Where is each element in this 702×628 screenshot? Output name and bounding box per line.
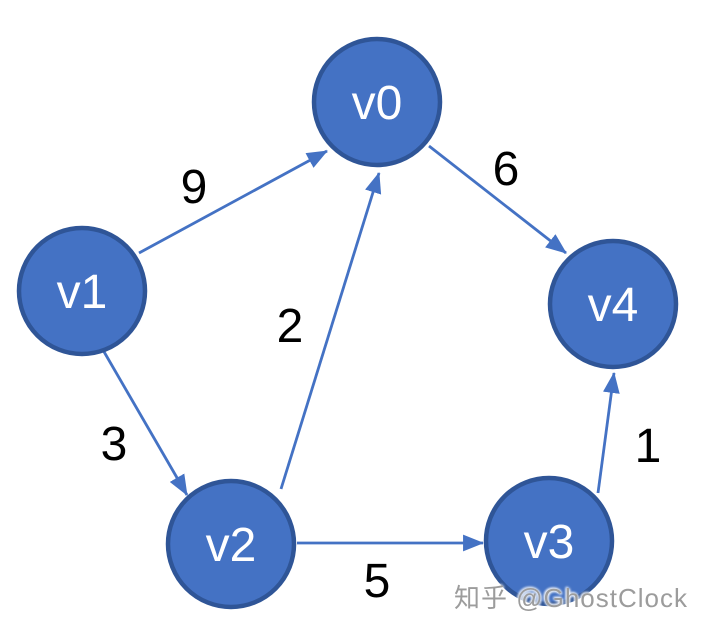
edge-v1-v2-arrow xyxy=(101,349,189,496)
node-v3-circle xyxy=(483,475,615,607)
edge-v3-v4-arrow xyxy=(596,371,620,494)
node-v2-circle xyxy=(165,478,297,610)
node-v4-circle xyxy=(547,238,679,370)
node-v3-label: v3 xyxy=(524,516,575,569)
node-v1-circle xyxy=(16,225,148,357)
node-v2-label: v2 xyxy=(206,519,257,572)
node-v0-label: v0 xyxy=(352,77,403,130)
node-v0-circle xyxy=(311,36,443,168)
edge-v1-v0-arrow xyxy=(138,149,328,255)
edge-v0-v4-weight: 6 xyxy=(493,143,520,196)
edge-v2-v3-weight: 5 xyxy=(364,555,391,608)
edge-v1-v2-weight: 3 xyxy=(101,418,128,471)
edge-v2-v0-arrow xyxy=(279,171,382,490)
node-v4-label: v4 xyxy=(588,279,639,332)
edge-v2-v0-weight: 2 xyxy=(277,300,304,353)
edge-v3-v4-weight: 1 xyxy=(635,420,662,473)
node-v1-label: v1 xyxy=(57,266,108,319)
edge-v0-v4-arrow xyxy=(428,144,567,255)
edge-v1-v0-weight: 9 xyxy=(181,161,208,214)
